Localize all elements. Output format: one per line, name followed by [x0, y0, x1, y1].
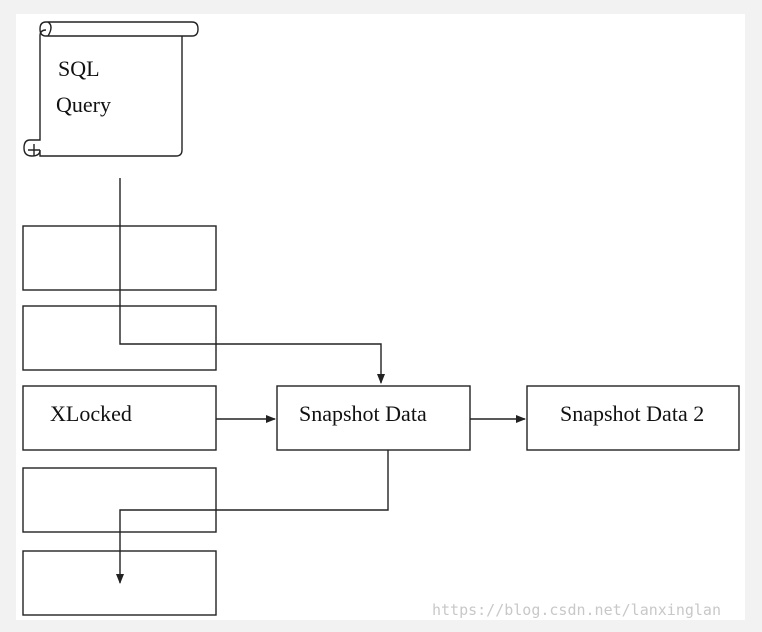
scroll-line-sql: SQL	[58, 56, 100, 81]
sql-query-scroll: SQL Query	[23, 21, 199, 157]
stack-box-xlocked	[22, 385, 217, 451]
snapshot-data-2-box	[526, 385, 740, 451]
scroll-line-query: Query	[56, 92, 111, 117]
watermark-text: https://blog.csdn.net/lanxinglan	[432, 601, 721, 619]
query-to-snapshot-arrow	[119, 178, 385, 384]
snapshot-data-2-label: Snapshot Data 2	[560, 401, 704, 426]
snapshot-to-lower-stack-arrow	[116, 450, 389, 584]
snapshot-data-box	[276, 385, 471, 451]
snapshot-data-label: Snapshot Data	[299, 401, 427, 426]
xlocked-label: XLocked	[50, 401, 132, 426]
